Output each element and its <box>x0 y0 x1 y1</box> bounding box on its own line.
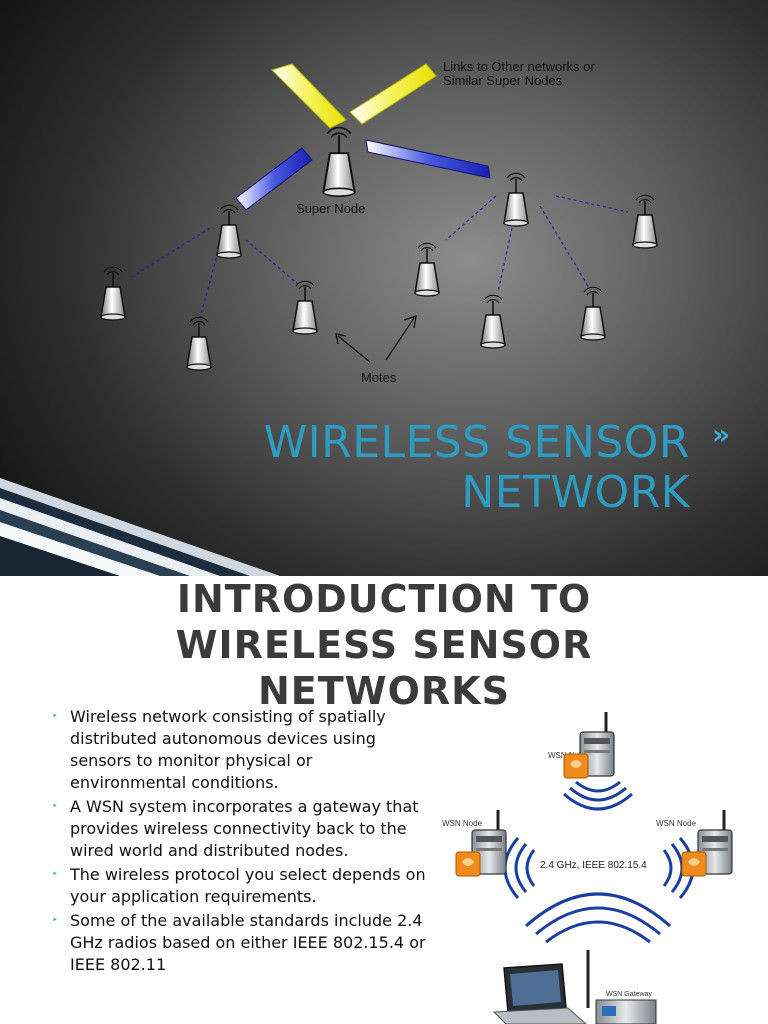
link-beam-yellow <box>349 63 437 125</box>
links-label-line1: Links to Other networks or <box>443 59 595 74</box>
bullet-text: Wireless network consisting of spatially… <box>70 707 386 792</box>
bullet-item: ‣ Wireless network consisting of spatial… <box>48 706 428 794</box>
mote-icon <box>632 194 658 249</box>
super-node-label: Super Node <box>296 201 365 216</box>
mote-icon <box>503 172 529 227</box>
bullet-marker: ‣ <box>52 915 58 926</box>
bullet-text: A WSN system incorporates a gateway that… <box>70 797 419 860</box>
bullet-marker: ‣ <box>52 801 58 812</box>
mote-icon <box>292 280 318 335</box>
motes-arrows <box>335 315 417 363</box>
slide-title-line2: NETWORK <box>461 467 690 518</box>
bullet-marker: ‣ <box>52 869 58 880</box>
laptop-icon <box>492 963 587 1024</box>
bullet-item: ‣ The wireless protocol you select depen… <box>48 864 428 908</box>
network-diagram: Links to Other networks or Similar Super… <box>0 59 658 576</box>
intro-title-line1: INTRODUCTION TO <box>176 577 592 621</box>
bullet-marker: ‣ <box>52 711 58 722</box>
mote-icon <box>580 286 606 341</box>
intro-title-line2: WIRELESS SENSOR <box>175 623 593 667</box>
node-label-left: WSN Node <box>442 819 483 828</box>
bullet-list: ‣ Wireless network consisting of spatial… <box>48 706 428 978</box>
gateway-label: WSN Gateway <box>606 991 652 998</box>
links-label-line2: Similar Super Nodes <box>443 73 563 88</box>
bullet-text: The wireless protocol you select depends… <box>70 865 426 906</box>
bullet-item: ‣ Some of the available standards includ… <box>48 910 428 976</box>
mote-icon <box>216 204 242 259</box>
intro-title: INTRODUCTION TO WIRELESS SENSOR NETWORKS <box>0 576 768 714</box>
mote-icon <box>186 316 212 371</box>
title-slide: Links to Other networks or Similar Super… <box>0 0 768 576</box>
link-beam-blue <box>235 147 313 211</box>
intro-title-line3: NETWORKS <box>258 669 510 713</box>
slide-title-line1: WIRELESS SENSOR <box>263 417 690 468</box>
motes-label: Motes <box>361 370 397 385</box>
gateway-icon <box>586 950 657 1024</box>
slide-title: WIRELESS SENSOR NETWORK <box>170 418 690 518</box>
mote-icon <box>480 294 506 349</box>
mote-links <box>129 195 629 319</box>
wsn-node-icon <box>562 712 616 780</box>
bullet-item: ‣ A WSN system incorporates a gateway tha… <box>48 796 428 862</box>
radio-label: 2.4 GHz, IEEE 802.15.4 <box>540 860 647 871</box>
link-beam-yellow <box>271 63 347 129</box>
node-label-right: WSN Node <box>656 819 697 828</box>
bullet-text: Some of the available standards include … <box>70 911 426 974</box>
intro-slide: INTRODUCTION TO WIRELESS SENSOR NETWORKS… <box>0 576 768 1024</box>
mote-icon <box>100 266 126 321</box>
double-chevron-icon: » <box>712 418 731 451</box>
mote-icon <box>414 242 440 297</box>
decorative-stripes <box>0 478 280 576</box>
wsn-diagram: WSN Node WSN Node WSN Node 2.4 GHz, IEEE… <box>442 712 734 1024</box>
link-beam-blue <box>365 139 491 179</box>
super-node-icon <box>322 126 356 198</box>
